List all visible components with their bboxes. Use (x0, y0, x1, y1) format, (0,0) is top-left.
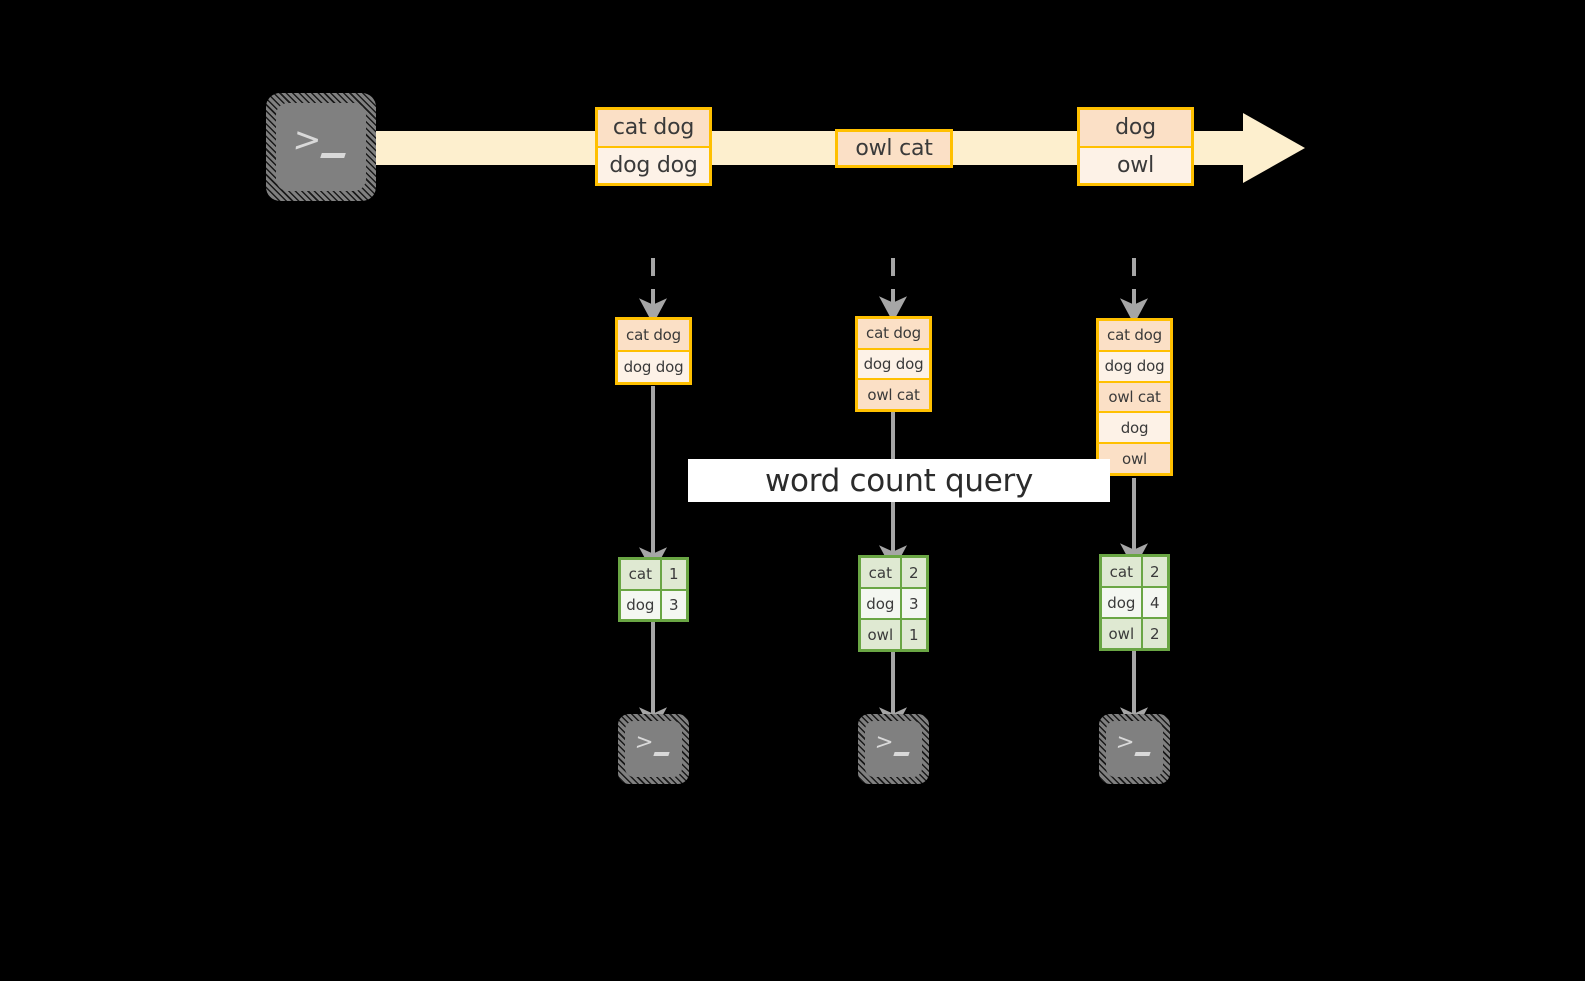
timeline-batch-3-line-1: dog (1080, 110, 1191, 148)
timeline-batch-2-line-1: owl cat (838, 132, 950, 165)
input-row: dog dog (858, 349, 929, 381)
timeline-batch-2: owl cat (835, 129, 953, 168)
result-count: 2 (1142, 619, 1167, 648)
result-word: cat (861, 558, 902, 587)
input-table-col2: cat dog dog dog owl cat (855, 316, 932, 412)
input-table-col3: cat dog dog dog owl cat dog owl (1096, 318, 1173, 476)
sink-terminal-icon-col2: > (858, 714, 929, 784)
timeline-batch-1-line-2: dog dog (598, 147, 709, 183)
query-label-text: word count query (764, 462, 1034, 499)
timeline-batch-3-line-2: owl (1080, 147, 1191, 183)
table-row: owl 2 (1102, 619, 1167, 648)
timeline-arrowhead (1243, 113, 1305, 183)
source-terminal-icon: > (266, 93, 376, 201)
table-row: dog 4 (1102, 588, 1167, 619)
result-word: cat (1102, 557, 1143, 586)
input-row: dog (1099, 413, 1170, 445)
input-row: cat dog (618, 320, 689, 352)
input-row: owl (1099, 444, 1170, 473)
sink-terminal-icon-col3: > (1099, 714, 1170, 784)
result-word: dog (1102, 588, 1143, 617)
timeline-batch-1-line-1: cat dog (598, 110, 709, 148)
result-count: 1 (901, 620, 926, 649)
timeline-batch-3: dog owl (1077, 107, 1194, 186)
result-count: 4 (1142, 588, 1167, 617)
table-row: cat 2 (1102, 557, 1167, 588)
result-table-col2: cat 2 dog 3 owl 1 (858, 555, 929, 652)
result-table-col1: cat 1 dog 3 (618, 557, 689, 622)
result-word: owl (861, 620, 902, 649)
input-table-col1: cat dog dog dog (615, 317, 692, 385)
result-table-col3: cat 2 dog 4 owl 2 (1099, 554, 1170, 651)
result-count: 2 (1142, 557, 1167, 586)
result-count: 2 (901, 558, 926, 587)
input-row: cat dog (858, 319, 929, 350)
input-row: dog dog (1099, 351, 1170, 383)
table-row: cat 1 (621, 560, 686, 591)
sink-terminal-icon-col1: > (618, 714, 689, 784)
result-count: 3 (661, 590, 686, 619)
result-word: cat (621, 560, 662, 589)
terminal-prompt-glyph: > (633, 730, 674, 763)
result-count: 3 (901, 589, 926, 618)
input-row: owl cat (858, 380, 929, 410)
input-row: owl cat (1099, 382, 1170, 414)
query-label: word count query (688, 459, 1110, 502)
result-count: 1 (661, 560, 686, 589)
table-row: dog 3 (621, 590, 686, 619)
terminal-prompt-glyph: > (873, 730, 914, 763)
terminal-prompt-glyph: > (1114, 730, 1155, 763)
table-row: owl 1 (861, 620, 926, 649)
input-row: cat dog (1099, 321, 1170, 352)
timeline-batch-1: cat dog dog dog (595, 107, 712, 186)
table-row: cat 2 (861, 558, 926, 589)
table-row: dog 3 (861, 589, 926, 620)
result-word: owl (1102, 619, 1143, 648)
result-word: dog (861, 589, 902, 618)
result-word: dog (621, 590, 662, 619)
input-row: dog dog (618, 352, 689, 382)
